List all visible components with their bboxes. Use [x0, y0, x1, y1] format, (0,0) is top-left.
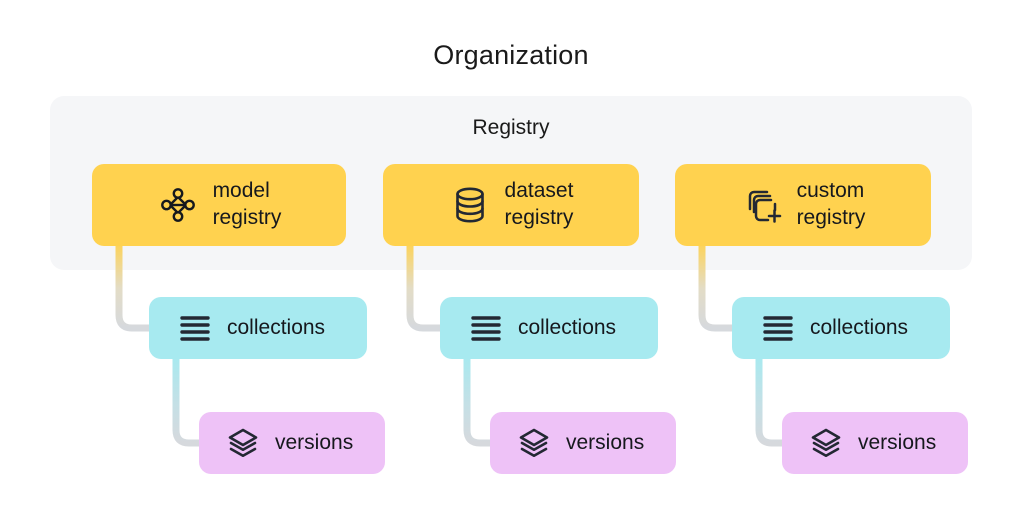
- list-lines-icon: [179, 312, 211, 344]
- collections-card-label: collections: [227, 315, 326, 339]
- stacked-squares-plus-icon: [741, 184, 783, 226]
- registry-card-dataset[interactable]: dataset registry: [383, 164, 639, 246]
- registry-card-model[interactable]: model registry: [92, 164, 346, 246]
- versions-card-custom[interactable]: versions: [782, 412, 968, 474]
- registry-group-label: Registry: [472, 116, 550, 139]
- collections-card-label: collections: [518, 315, 617, 339]
- list-lines-icon: [470, 312, 502, 344]
- layers-icon: [810, 427, 842, 459]
- registry-card-label: model registry: [212, 179, 282, 229]
- collections-card-label: collections: [810, 315, 909, 339]
- versions-card-dataset[interactable]: versions: [490, 412, 676, 474]
- registry-card-label: dataset registry: [504, 179, 574, 229]
- collections-card-dataset[interactable]: collections: [440, 297, 658, 359]
- versions-card-label: versions: [566, 430, 645, 454]
- registry-card-label: custom registry: [796, 179, 866, 229]
- node-graph-icon: [157, 184, 199, 226]
- page-title: Organization: [433, 40, 589, 70]
- layers-icon: [518, 427, 550, 459]
- registry-card-custom[interactable]: custom registry: [675, 164, 931, 246]
- versions-card-label: versions: [858, 430, 937, 454]
- collections-card-custom[interactable]: collections: [732, 297, 950, 359]
- versions-card-label: versions: [275, 430, 354, 454]
- list-lines-icon: [762, 312, 794, 344]
- collections-card-model[interactable]: collections: [149, 297, 367, 359]
- versions-card-model[interactable]: versions: [199, 412, 385, 474]
- layers-icon: [227, 427, 259, 459]
- database-cylinder-icon: [449, 184, 491, 226]
